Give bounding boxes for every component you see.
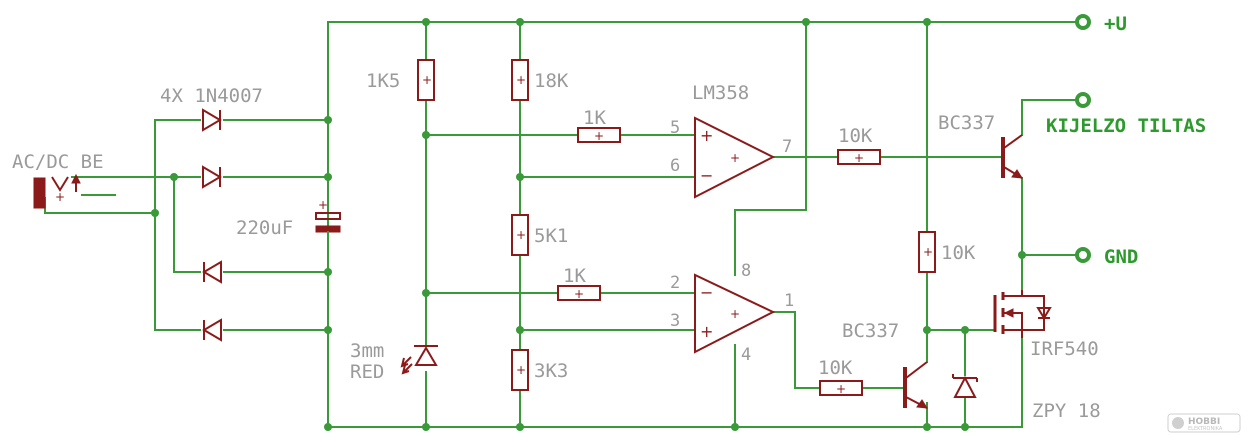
net-label-gnd: GND <box>1104 246 1138 268</box>
label-5k1: 5K1 <box>534 225 568 247</box>
diode-3 <box>202 260 222 284</box>
logo-brand: HOBBI <box>1188 417 1220 427</box>
label-3k3: 3K3 <box>534 360 568 382</box>
svg-text:−: − <box>700 283 713 302</box>
resistor-18k: + 18K <box>511 59 569 101</box>
connector-kijelzo: KIJELZO TILTAS <box>1046 92 1206 137</box>
label-bc337-bottom: BC337 <box>842 320 899 342</box>
junctions <box>151 18 1026 431</box>
resistor-3k3: + 3K3 <box>511 349 568 391</box>
zener-zpy18: ZPY 18 <box>952 374 1101 422</box>
transistor-top: BC337 <box>938 112 1023 179</box>
connector-vplus: +U <box>1075 13 1127 35</box>
pin-label-6: 6 <box>670 156 680 176</box>
wires <box>44 21 1084 428</box>
pin-label-8: 8 <box>741 261 751 281</box>
resistor-1k-bottom: + 1K <box>557 265 601 301</box>
svg-text:+: + <box>574 287 584 301</box>
pin-label-2: 2 <box>670 273 680 293</box>
diode-4 <box>202 318 222 342</box>
bridge-diodes: 4X 1N4007 <box>160 85 263 342</box>
resistor-1k5: + 1K5 <box>366 59 435 101</box>
svg-text:+: + <box>923 245 933 259</box>
svg-text:+: + <box>516 73 526 87</box>
resistor-10k-top: + 10K <box>837 125 881 165</box>
resistor-10k-bottom: + 10K <box>818 357 863 396</box>
label-1k-bottom: 1K <box>563 265 586 287</box>
label-cap: 220uF <box>236 217 293 239</box>
hobbi-elektronika-logo: HOBBI ELEKTRONIKA <box>1167 413 1241 433</box>
net-label-kijelzo: KIJELZO TILTAS <box>1046 115 1206 137</box>
pin-label-3: 3 <box>670 311 680 331</box>
svg-text:+: + <box>854 151 864 165</box>
label-10k-top: 10K <box>838 125 873 147</box>
svg-text:+: + <box>730 151 740 165</box>
svg-text:−: − <box>700 166 713 185</box>
svg-text:+: + <box>422 73 432 87</box>
svg-text:+: + <box>730 307 740 321</box>
svg-text:+: + <box>700 126 713 145</box>
pin-label-5: 5 <box>670 118 680 138</box>
label-irf540: IRF540 <box>1030 338 1099 360</box>
label-led-color: RED <box>350 361 384 383</box>
logo-subtitle: ELEKTRONIKA <box>1188 426 1223 432</box>
resistor-5k1: + 5K1 <box>511 214 568 256</box>
svg-text:+: + <box>318 198 328 212</box>
svg-text:+: + <box>594 129 604 143</box>
label-ac-dc: AC/DC BE <box>12 151 104 173</box>
svg-text:+: + <box>516 228 526 242</box>
pin-label-4: 4 <box>741 345 751 365</box>
svg-text:+: + <box>516 363 526 377</box>
label-1k5: 1K5 <box>366 70 400 92</box>
pin-label-7: 7 <box>782 137 792 157</box>
opamp-bottom: − + + 2 3 1 8 4 <box>670 261 794 365</box>
svg-text:+: + <box>55 190 65 204</box>
svg-text:+: + <box>700 322 713 341</box>
dc-jack: + AC/DC BE <box>12 151 104 209</box>
label-1k-top: 1K <box>583 107 606 129</box>
label-lm358: LM358 <box>692 82 749 104</box>
opamp-top: + − + LM358 5 6 7 <box>670 82 792 199</box>
label-led-size: 3mm <box>350 340 384 362</box>
net-label-vplus: +U <box>1104 13 1127 35</box>
connector-gnd: GND <box>1075 246 1138 268</box>
capacitor-220uf: + 220uF <box>236 198 341 241</box>
resistor-1k-top: + 1K <box>577 107 621 143</box>
label-zpy18: ZPY 18 <box>1032 400 1101 422</box>
mosfet-irf540: IRF540 <box>993 290 1099 360</box>
transistor-bottom: BC337 <box>842 320 928 409</box>
label-18k: 18K <box>534 70 569 92</box>
pin-label-1: 1 <box>784 291 794 311</box>
svg-text:+: + <box>836 382 846 396</box>
label-bc337-top: BC337 <box>938 112 995 134</box>
label-10k-bottom: 10K <box>818 357 853 379</box>
diode-2 <box>202 165 222 189</box>
resistor-10k-mid: + 10K <box>918 231 976 273</box>
label-diodes: 4X 1N4007 <box>160 85 263 107</box>
diode-1 <box>202 108 222 132</box>
led-red: 3mm RED <box>350 340 438 383</box>
label-10k-mid: 10K <box>941 242 976 264</box>
